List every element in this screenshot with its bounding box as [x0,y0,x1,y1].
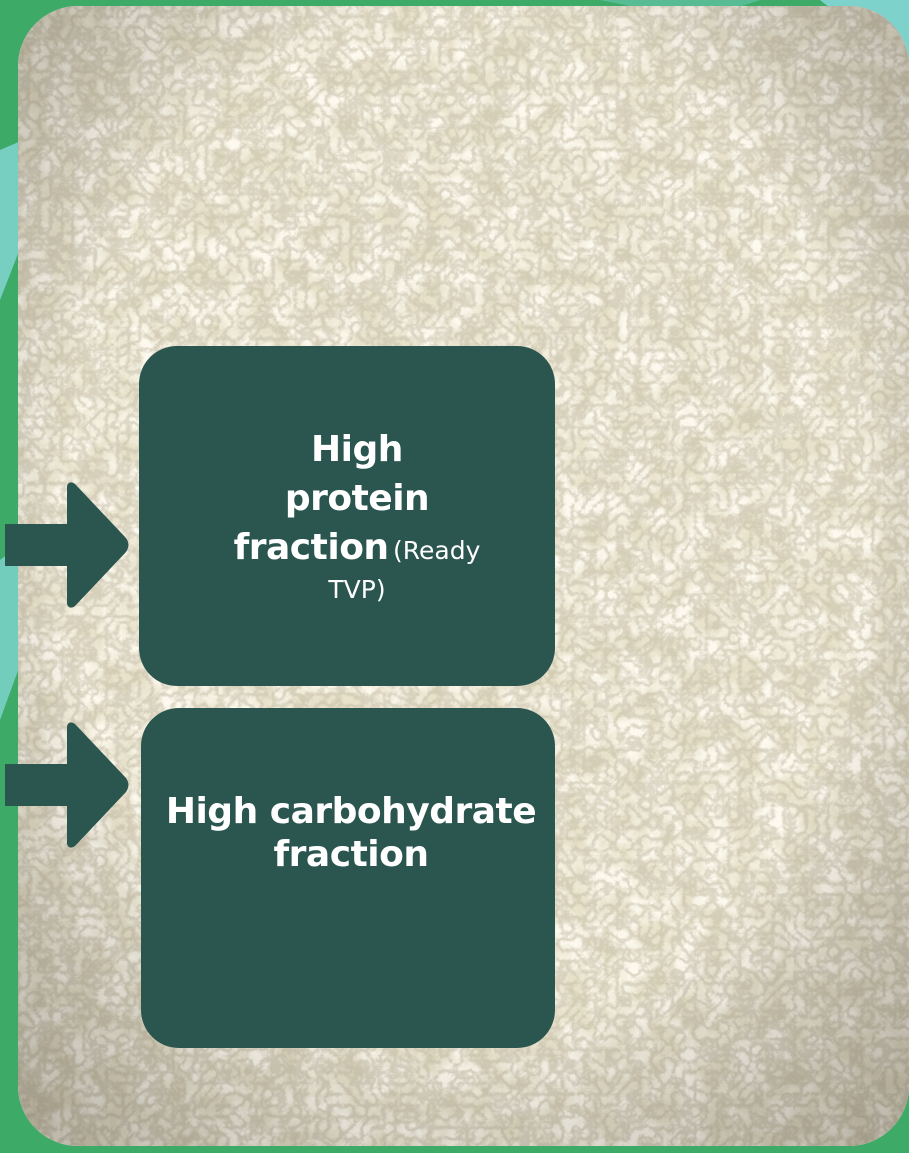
carb-line-2: fraction [273,834,429,876]
protein-line-3: fraction [233,527,389,569]
high-carbohydrate-box: High carbohydrate fraction [141,708,555,1048]
carb-line-1: High carbohydrate [165,791,537,832]
protein-line-1: High [311,428,403,470]
protein-line-2: protein [284,477,430,519]
arrow-right-icon [5,482,129,608]
protein-note-1: (Ready [393,536,481,566]
protein-note-2: TVP) [328,575,386,605]
arrow-right-icon [5,722,129,848]
high-protein-box: High protein fraction (Ready TVP) [139,346,555,686]
high-protein-label: High protein fraction (Ready TVP) [234,422,481,611]
